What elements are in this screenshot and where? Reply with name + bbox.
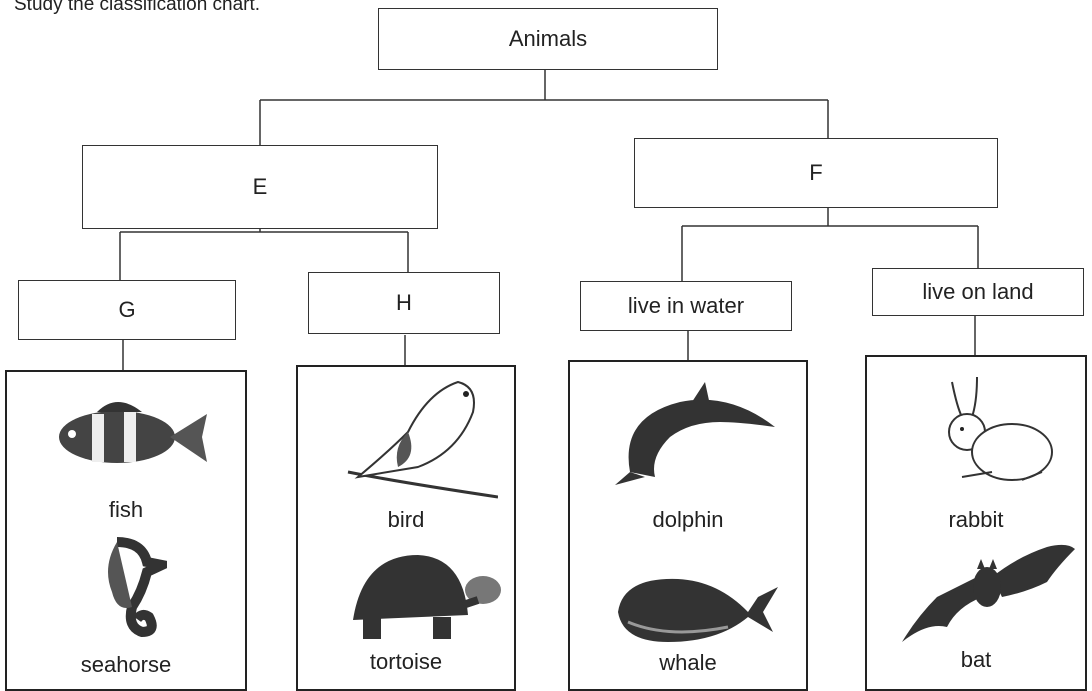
dolphin-icon (610, 377, 780, 487)
rabbit-icon (922, 372, 1062, 492)
group-panel-live-on-land: rabbit bat (865, 355, 1087, 691)
bat-icon (897, 537, 1077, 647)
animal-label-fish: fish (7, 497, 245, 523)
fish-icon (52, 392, 212, 477)
bird-icon (338, 372, 498, 502)
animal-label-rabbit: rabbit (867, 507, 1085, 533)
group-panel-g: fish seahorse (5, 370, 247, 691)
node-live-on-land: live on land (872, 268, 1084, 316)
group-panel-live-in-water: dolphin whale (568, 360, 808, 691)
node-live-in-water: live in water (580, 281, 792, 331)
node-h: H (308, 272, 500, 334)
node-e: E (82, 145, 438, 229)
animal-label-whale: whale (570, 650, 806, 676)
node-f: F (634, 138, 998, 208)
animal-label-bat: bat (867, 647, 1085, 673)
tortoise-icon (343, 545, 503, 645)
whale-icon (608, 567, 783, 647)
group-panel-h: bird tortoise (296, 365, 516, 691)
root-node-animals: Animals (378, 8, 718, 70)
animal-label-tortoise: tortoise (298, 649, 514, 675)
seahorse-icon (87, 537, 167, 649)
animal-label-dolphin: dolphin (570, 507, 806, 533)
animal-label-bird: bird (298, 507, 514, 533)
animal-label-seahorse: seahorse (7, 652, 245, 678)
node-g: G (18, 280, 236, 340)
